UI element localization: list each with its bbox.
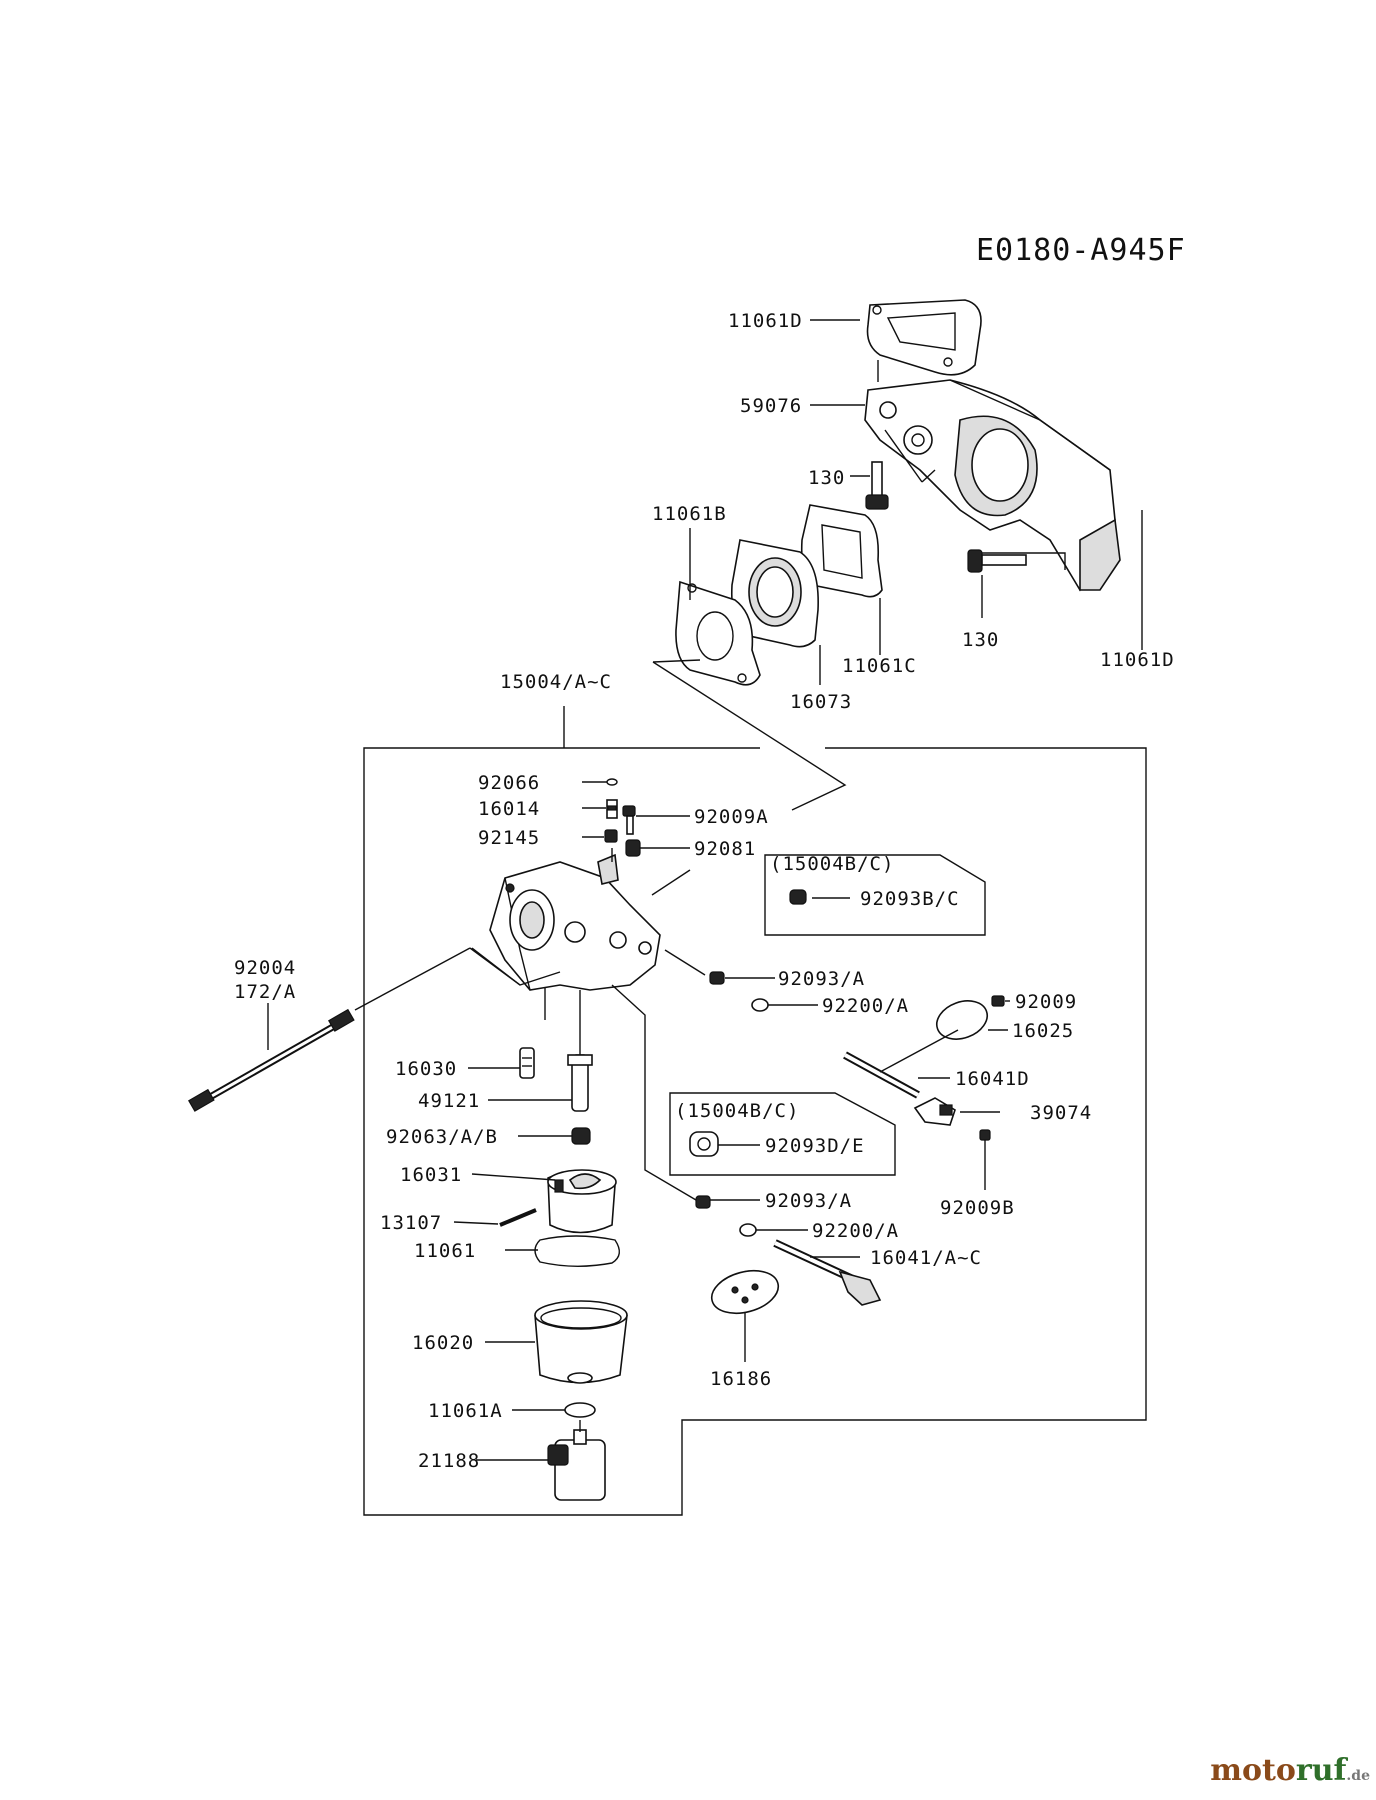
label-16031: 16031 xyxy=(400,1164,462,1186)
label-92093BC: 92093B/C xyxy=(860,888,960,910)
label-92009: 92009 xyxy=(1015,991,1077,1013)
label-92145: 92145 xyxy=(478,827,540,849)
washer-92200-1 xyxy=(751,998,769,1012)
screw-92009A xyxy=(622,805,636,835)
label-92066: 92066 xyxy=(478,772,540,794)
solenoid-21188 xyxy=(547,1420,606,1501)
nut-92093BC xyxy=(789,889,807,905)
label-92093DE: 92093D/E xyxy=(765,1135,865,1157)
label-92009B: 92009B xyxy=(940,1197,1015,1219)
label-92093A-1: 92093/A xyxy=(778,968,865,990)
label-21188: 21188 xyxy=(418,1450,480,1472)
label-16020: 16020 xyxy=(412,1332,474,1354)
o-ring-11061 xyxy=(534,1235,620,1267)
screw-92009 xyxy=(991,995,1005,1007)
label-13107: 13107 xyxy=(380,1212,442,1234)
bolt-130-right xyxy=(967,549,1027,573)
variant-box-2 xyxy=(669,1092,896,1176)
label-92200A-1: 92200/A xyxy=(822,995,909,1017)
gasket-11061B xyxy=(675,580,761,686)
label-92200A-2: 92200/A xyxy=(812,1220,899,1242)
label-92009A: 92009A xyxy=(694,806,769,828)
label-92093A-2: 92093/A xyxy=(765,1190,852,1212)
washer-11061A xyxy=(564,1402,596,1418)
leader-lines xyxy=(267,319,1143,1461)
float-bowl-16020 xyxy=(534,1300,628,1384)
label-11061A: 11061A xyxy=(428,1400,503,1422)
gasket-11061C xyxy=(800,504,883,598)
label-16041AC: 16041/A~C xyxy=(870,1247,982,1269)
label-11061: 11061 xyxy=(414,1240,476,1262)
nozzle-92063 xyxy=(571,1127,591,1145)
throttle-valve-16025 xyxy=(936,1000,988,1040)
washer-92200-2 xyxy=(739,1223,757,1237)
watermark-brand-a: moto xyxy=(1210,1753,1296,1788)
label-130-right: 130 xyxy=(962,629,999,651)
jet-49121 xyxy=(567,1054,593,1112)
label-49121: 49121 xyxy=(418,1090,480,1112)
jet-16014 xyxy=(606,799,618,819)
o-ring-92066 xyxy=(606,778,618,786)
label-16073: 16073 xyxy=(790,691,852,713)
seal-92093-2 xyxy=(695,1195,711,1209)
pin-13107 xyxy=(499,1208,537,1227)
label-15004BC-2: (15004B/C) xyxy=(675,1100,799,1122)
spring-92081 xyxy=(625,839,641,857)
assembly-boundary xyxy=(363,747,1147,1516)
label-16025: 16025 xyxy=(1012,1020,1074,1042)
choke-valve-16186 xyxy=(710,1269,780,1315)
label-16041D: 16041D xyxy=(955,1068,1030,1090)
seal-92093-1 xyxy=(709,971,725,985)
choke-shaft-16041 xyxy=(773,1239,882,1306)
bolt-130-top xyxy=(865,461,889,510)
label-16030: 16030 xyxy=(395,1058,457,1080)
label-15004-A-C: 15004/A~C xyxy=(500,671,612,693)
carburetor-body xyxy=(489,853,661,991)
label-11061D-top: 11061D xyxy=(728,310,803,332)
gasket-11061D-top xyxy=(866,299,982,376)
shaft-16041D xyxy=(843,1051,920,1099)
label-39074: 39074 xyxy=(1030,1102,1092,1124)
jet-16030 xyxy=(519,1047,535,1079)
screw-92009B xyxy=(979,1129,991,1141)
watermark-logo: motoruf.de xyxy=(1210,1753,1370,1788)
label-130-top: 130 xyxy=(808,467,845,489)
watermark-brand-b: ruf xyxy=(1295,1753,1347,1788)
float-16031 xyxy=(547,1169,617,1234)
label-92004: 92004 xyxy=(234,957,296,979)
stud-92004 xyxy=(188,1008,355,1112)
spring-92145 xyxy=(604,829,618,843)
part-labels: 11061D 59076 130 11061B 130 11061C 11061… xyxy=(234,310,1175,1472)
nut-92093DE xyxy=(689,1131,719,1157)
label-16186: 16186 xyxy=(710,1368,772,1390)
label-92081: 92081 xyxy=(694,838,756,860)
label-16014: 16014 xyxy=(478,798,540,820)
lever-39074 xyxy=(913,1097,956,1126)
label-59076: 59076 xyxy=(740,395,802,417)
label-11061D-right: 11061D xyxy=(1100,649,1175,671)
label-11061B: 11061B xyxy=(652,503,727,525)
manifold-59076 xyxy=(864,379,1121,592)
diagram-code: E0180-A945F xyxy=(976,233,1186,268)
label-172A: 172/A xyxy=(234,981,296,1003)
variant-box-1 xyxy=(764,854,986,936)
watermark-tld: .de xyxy=(1346,1768,1370,1784)
label-11061C: 11061C xyxy=(842,655,917,677)
spacer-16073 xyxy=(730,539,819,648)
label-92063AB: 92063/A/B xyxy=(386,1126,498,1148)
label-15004BC-1: (15004B/C) xyxy=(770,853,894,875)
